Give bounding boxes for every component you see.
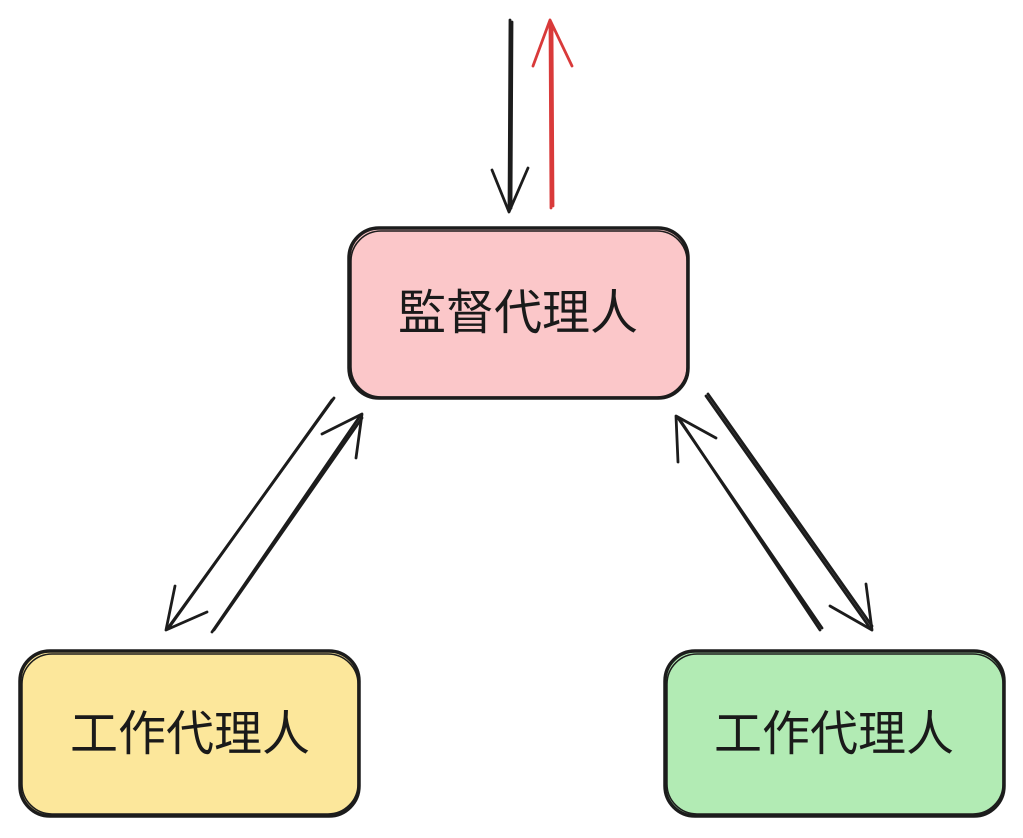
right-report-arrow — [674, 414, 824, 632]
input-arrow — [490, 18, 530, 214]
worker-left-node: 工作代理人 — [18, 649, 361, 818]
left-delegate-arrow — [164, 396, 336, 632]
worker-right-node: 工作代理人 — [663, 649, 1006, 818]
supervisor-label: 監督代理人 — [398, 285, 638, 341]
worker-right-label: 工作代理人 — [714, 706, 954, 762]
worker-left-label: 工作代理人 — [70, 706, 310, 762]
output-arrow — [531, 18, 574, 210]
right-delegate-arrow — [704, 392, 874, 632]
supervisor-node: 監督代理人 — [347, 226, 690, 400]
supervisor-box — [347, 226, 690, 400]
worker-left-box — [18, 649, 361, 818]
worker-right-box — [663, 649, 1006, 818]
left-report-arrow — [210, 412, 364, 634]
